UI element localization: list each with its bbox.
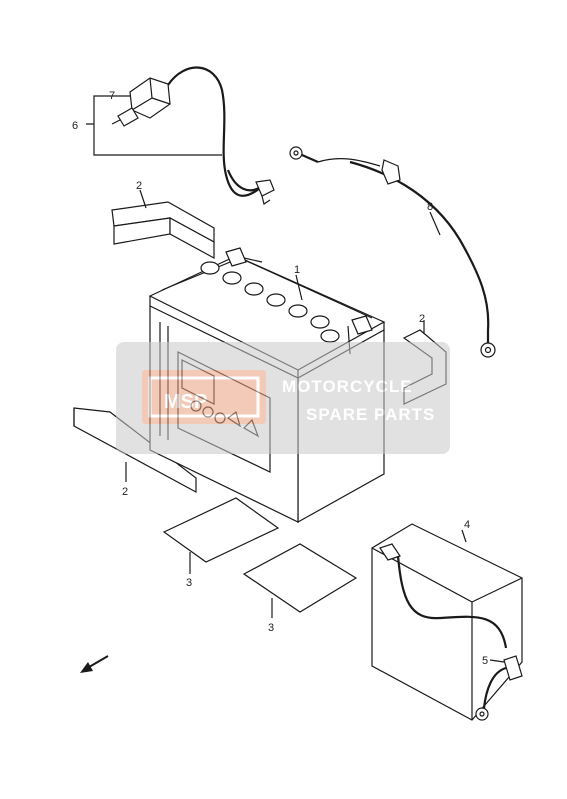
watermark: MSP MOTORCYCLE SPARE PARTS bbox=[116, 342, 450, 454]
plug-wire-assembly bbox=[111, 66, 275, 205]
callout-1: 1 bbox=[294, 264, 300, 276]
callout-8: 8 bbox=[427, 201, 433, 213]
sheet-3-right bbox=[242, 543, 358, 613]
callout-7: 7 bbox=[109, 90, 115, 102]
pad-2-top bbox=[111, 201, 215, 260]
callout-3-right: 3 bbox=[268, 622, 274, 634]
callout-6: 6 bbox=[72, 120, 78, 132]
callout-4: 4 bbox=[464, 519, 470, 531]
front-direction-arrow-icon bbox=[80, 655, 109, 673]
callout-2-top: 2 bbox=[136, 180, 142, 192]
watermark-logo-icon: MSP bbox=[142, 370, 266, 424]
battery-cable-8 bbox=[289, 146, 496, 358]
svg-text:MSP: MSP bbox=[164, 391, 207, 413]
callout-3-left: 3 bbox=[186, 577, 192, 589]
callout-bracket-6 bbox=[86, 95, 222, 156]
watermark-line2: SPARE PARTS bbox=[306, 405, 435, 424]
watermark-line1: MOTORCYCLE bbox=[282, 377, 413, 396]
kit-box-4 bbox=[371, 523, 523, 721]
callout-2-left: 2 bbox=[122, 486, 128, 498]
sheet-3-left bbox=[162, 497, 280, 563]
callout-2-right: 2 bbox=[419, 313, 425, 325]
callout-5: 5 bbox=[482, 655, 488, 667]
